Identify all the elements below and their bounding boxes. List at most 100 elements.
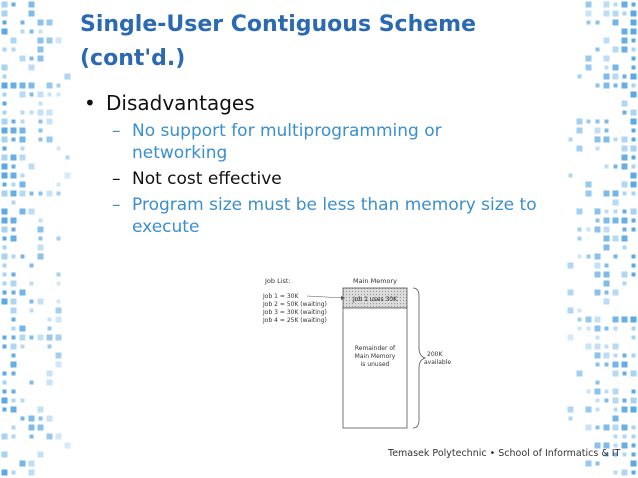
decorative-square [594, 442, 601, 449]
decorative-square [28, 64, 35, 71]
decorative-square [1, 118, 8, 125]
job1-uses-label: Job 1 uses 30K [352, 296, 398, 303]
decorative-square [11, 254, 16, 259]
decorative-square [2, 272, 7, 277]
decorative-square [603, 442, 610, 449]
decorative-square [37, 451, 44, 458]
decorative-square [631, 326, 636, 331]
decorative-square [585, 55, 592, 62]
decorative-square [621, 271, 628, 278]
decorative-square [2, 146, 7, 151]
decorative-square [612, 370, 619, 377]
decorative-pattern-left [1, 1, 71, 476]
decorative-square [630, 145, 637, 152]
decorative-square [630, 181, 637, 188]
decorative-square [28, 460, 35, 467]
decorative-square [29, 335, 34, 340]
decorative-square [595, 407, 600, 412]
decorative-square [612, 424, 619, 431]
decorative-square [630, 91, 637, 98]
decorative-square [595, 20, 600, 25]
main-memory-label: Main Memory [353, 277, 397, 285]
decorative-square [2, 389, 7, 394]
decorative-square [621, 46, 628, 53]
decorative-square [631, 272, 636, 277]
decorative-square [577, 227, 582, 232]
decorative-square [38, 236, 43, 241]
decorative-square [55, 433, 62, 440]
decorative-square [595, 218, 600, 223]
decorative-square [2, 407, 7, 412]
decorative-square [10, 37, 17, 44]
decorative-square [10, 190, 17, 197]
decorative-square [11, 353, 16, 358]
decorative-square [613, 452, 618, 457]
decorative-square [2, 245, 7, 250]
decorative-square [612, 46, 619, 53]
decorative-square [603, 244, 610, 251]
decorative-square [2, 47, 7, 52]
decorative-square [621, 1, 628, 8]
sub-item-text: Program size must be less than memory si… [132, 195, 537, 215]
decorative-square [56, 299, 61, 304]
decorative-square [586, 119, 591, 124]
bullet-dot-icon: • [84, 91, 96, 115]
decorative-square [19, 334, 26, 341]
decorative-square [11, 335, 16, 340]
decorative-square [585, 316, 592, 323]
decorative-square [594, 316, 601, 323]
decorative-square [594, 127, 601, 134]
decorative-square [38, 101, 43, 106]
decorative-square [621, 469, 628, 476]
decorative-square [622, 371, 627, 376]
decorative-square [37, 406, 44, 413]
decorative-square [2, 290, 7, 295]
decorative-square [19, 181, 26, 188]
decorative-square [56, 281, 61, 286]
decorative-square [19, 136, 26, 143]
decorative-square [603, 190, 610, 197]
decorative-square [55, 307, 62, 314]
decorative-square [1, 433, 8, 440]
decorative-square [19, 325, 26, 332]
decorative-square [10, 172, 17, 179]
decorative-square [37, 226, 44, 233]
decorative-square [585, 460, 592, 467]
arrow-line [306, 295, 346, 299]
decorative-square [594, 343, 601, 350]
decorative-square [65, 155, 70, 160]
decorative-square [47, 326, 52, 331]
decorative-square [20, 110, 25, 115]
decorative-square [1, 64, 8, 71]
decorative-square [622, 110, 627, 115]
decorative-square [11, 317, 16, 322]
decorative-square [2, 263, 7, 268]
decorative-square [37, 244, 44, 251]
decorative-square [576, 127, 583, 134]
decorative-square [630, 118, 637, 125]
bullet-list: • Disadvantages – No support for multipr… [80, 88, 600, 242]
decorative-square [594, 262, 601, 269]
decorative-square [631, 47, 636, 52]
decorative-square [28, 82, 35, 89]
brace-icon [412, 287, 427, 429]
decorative-square [11, 470, 16, 475]
decorative-square [604, 398, 609, 403]
slide-title: Single-User Contiguous Scheme (cont'd.) [80, 8, 560, 76]
decorative-square [612, 343, 619, 350]
decorative-square [612, 190, 619, 197]
decorative-square [613, 83, 618, 88]
decorative-square [613, 326, 618, 331]
decorative-square [19, 190, 26, 197]
decorative-square [613, 164, 618, 169]
decorative-square [2, 236, 7, 241]
decorative-square [11, 398, 16, 403]
decorative-square [1, 451, 8, 458]
decorative-square [576, 145, 583, 152]
decorative-square [622, 452, 627, 457]
decorative-square [577, 236, 582, 241]
decorative-square [47, 344, 52, 349]
available-label: 200K [427, 351, 443, 358]
decorative-square [631, 452, 636, 457]
decorative-square [567, 307, 574, 314]
